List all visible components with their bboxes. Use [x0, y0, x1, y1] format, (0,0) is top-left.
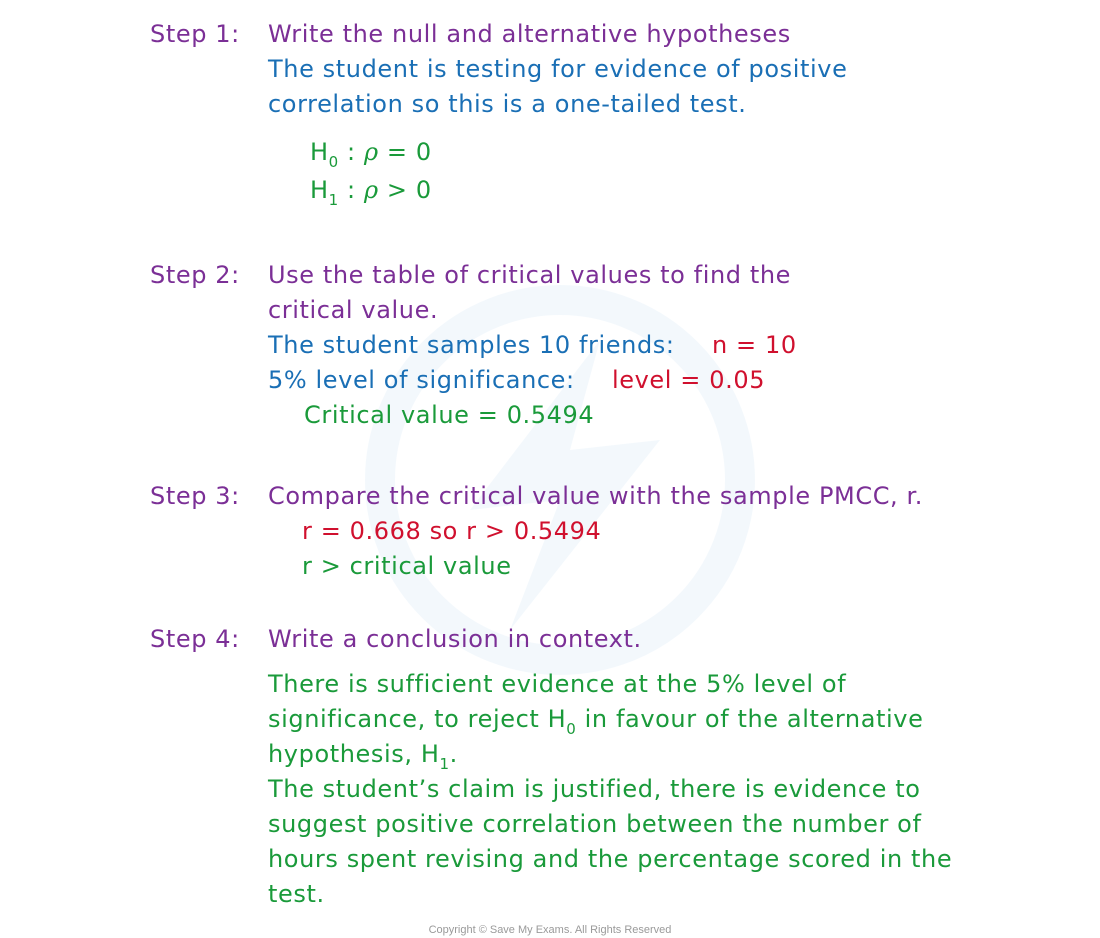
step3-label: Step 3: [150, 482, 240, 510]
copyright-footer: Copyright © Save My Exams. All Rights Re… [428, 924, 672, 936]
step2-heading-line2: critical value. [268, 296, 439, 324]
step1-heading: Write the null and alternative hypothese… [268, 20, 791, 48]
step1-text-line1: The student is testing for evidence of p… [268, 55, 848, 83]
samples-text: The student samples 10 friends: [268, 331, 675, 359]
step1-text-line2: correlation so this is a one-tailed test… [268, 90, 747, 118]
conclusion-h0-subscript: 0 [566, 720, 577, 738]
conclusion-line5: suggest positive correlation between the… [268, 810, 922, 838]
conclusion-line2-end: in favour of the alternative [576, 705, 924, 733]
conclusion-h1-subscript: 1 [439, 755, 450, 773]
h1-subscript: 1 [328, 191, 339, 209]
h1-symbol: H [310, 176, 329, 204]
step1-label: Step 1: [150, 20, 240, 48]
conclusion-line3: hypothesis, H1. [268, 739, 458, 773]
h0-colon: : [338, 138, 364, 166]
h0-subscript: 0 [328, 153, 339, 171]
conclusion-line1: There is sufficient evidence at the 5% l… [268, 670, 847, 698]
conclusion-line7: test. [268, 880, 325, 908]
comparison-result: r > critical value [302, 552, 512, 580]
significance-level-value: level = 0.05 [612, 366, 766, 394]
step4-label: Step 4: [150, 625, 240, 653]
h0-symbol: H [310, 138, 329, 166]
pmcc-comparison: r = 0.668 so r > 0.5494 [302, 517, 602, 545]
conclusion-line6: hours spent revising and the percentage … [268, 845, 953, 873]
step4-heading: Write a conclusion in context. [268, 625, 642, 653]
step2-heading-line1: Use the table of critical values to find… [268, 261, 792, 289]
step3-heading: Compare the critical value with the samp… [268, 482, 923, 510]
null-hypothesis: H0 : ρ = 0 [310, 137, 432, 171]
alternative-hypothesis: H1 : ρ > 0 [310, 175, 432, 209]
h1-relation: > 0 [378, 176, 432, 204]
h0-relation: = 0 [378, 138, 432, 166]
conclusion-line3-start: hypothesis, H [268, 740, 440, 768]
conclusion-line4: The student’s claim is justified, there … [268, 775, 921, 803]
sample-size-value: n = 10 [712, 331, 797, 359]
critical-value: Critical value = 0.5494 [304, 401, 595, 429]
h0-rho: ρ [363, 138, 379, 166]
conclusion-line2-start: significance, to reject H [268, 705, 567, 733]
significance-text: 5% level of significance: [268, 366, 575, 394]
h1-rho: ρ [363, 176, 379, 204]
h1-colon: : [338, 176, 364, 204]
watermark-logo-icon [365, 285, 755, 675]
conclusion-line3-end: . [449, 740, 458, 768]
conclusion-line2: significance, to reject H0 in favour of … [268, 704, 924, 738]
step2-label: Step 2: [150, 261, 240, 289]
